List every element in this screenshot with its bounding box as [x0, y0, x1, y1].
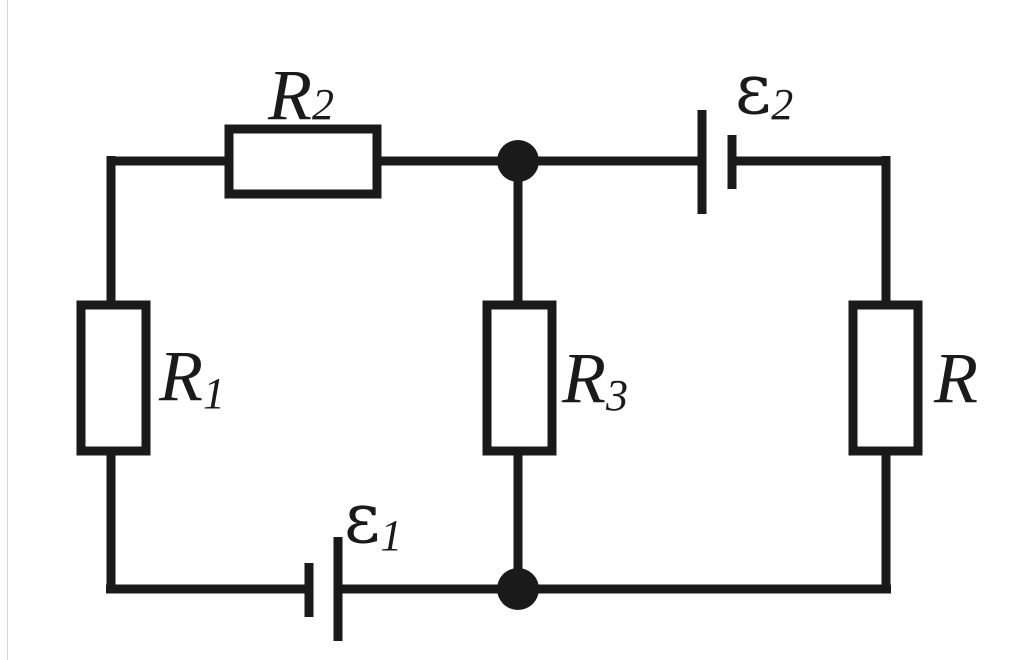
label-r3: R3	[561, 338, 628, 420]
resistor-r3	[482, 300, 557, 456]
resistor-r2	[224, 124, 382, 199]
label-r1: R1	[158, 336, 225, 418]
label-e1: ε1	[344, 477, 402, 560]
left-edge-divider	[7, 0, 8, 660]
label-r: R	[933, 338, 978, 418]
resistor-r1	[76, 300, 151, 456]
resistor-r	[848, 300, 923, 456]
junction-top	[497, 140, 539, 182]
label-e2: ε2	[735, 48, 793, 130]
junction-bottom	[497, 568, 539, 610]
label-r2: R2	[267, 55, 334, 135]
